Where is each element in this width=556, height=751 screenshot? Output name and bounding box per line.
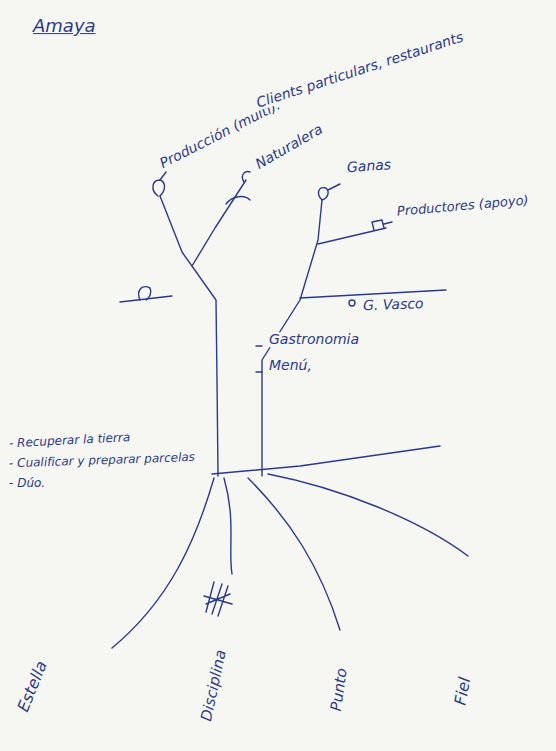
note-label: - Dúo.: [8, 477, 46, 490]
note-label: Fiel: [451, 675, 474, 708]
leaf-symbol: [226, 197, 250, 204]
note-label: Ganas: [345, 157, 392, 176]
note-label: Menú,: [268, 358, 313, 373]
leaf-symbol: [153, 180, 165, 196]
note-label: Gastronomia: [268, 332, 360, 347]
root: [112, 478, 214, 648]
note-label: Naturalera: [252, 121, 326, 173]
root: [224, 478, 232, 574]
leaf-symbol: [160, 172, 166, 180]
tick-symbol: [256, 346, 262, 372]
root: [248, 478, 340, 630]
note-label: Estella: [14, 657, 51, 715]
branch: [192, 180, 246, 266]
leaf-symbol: [319, 184, 340, 200]
root: [268, 474, 468, 556]
note-label: - Cualificar y preparar parcelas: [8, 451, 196, 471]
dot-symbol: [349, 300, 355, 306]
note-label: Punto: [328, 666, 351, 713]
note-label: - Recuperar la tierra: [8, 431, 132, 451]
note-label: Disciplina: [198, 647, 230, 723]
leaf-symbol: [242, 172, 250, 182]
note-label: Productores (apoyo): [395, 193, 530, 219]
note-label: G. Vasco: [362, 296, 425, 314]
leaf-symbol: [139, 287, 151, 300]
note-label: Clients particulars, restaurants: [254, 29, 467, 111]
branch: [318, 228, 386, 244]
ground-line: [212, 446, 440, 474]
title: Amaya: [32, 16, 97, 36]
scribble: [204, 582, 232, 616]
key-symbol: [372, 220, 392, 230]
branch: [120, 296, 172, 302]
